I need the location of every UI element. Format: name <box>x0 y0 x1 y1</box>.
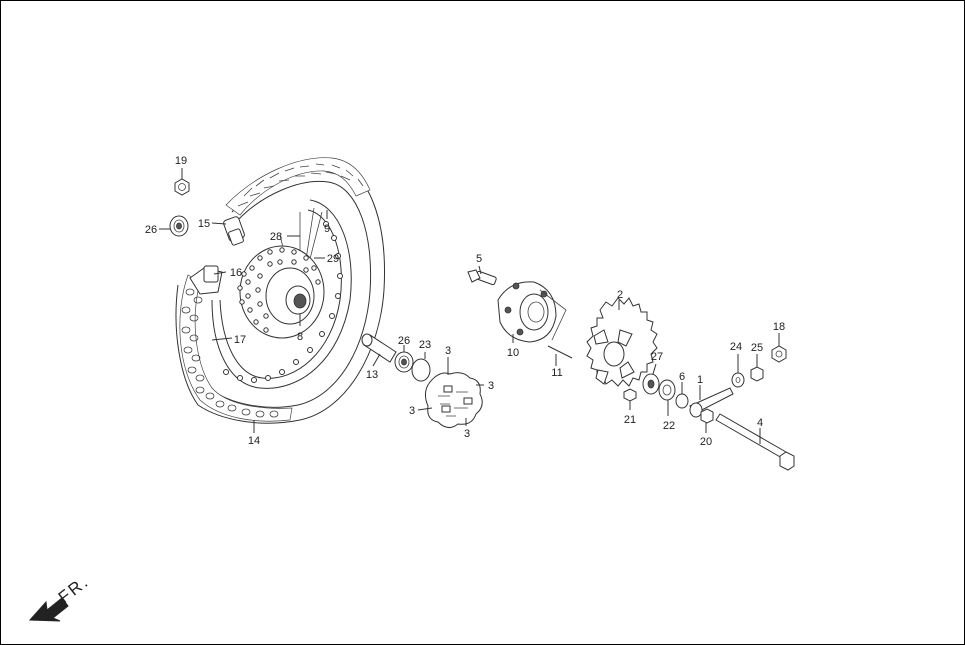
part-label-22: 22 <box>663 420 675 432</box>
part-label-21: 21 <box>624 414 636 426</box>
rim-drawing <box>211 199 352 389</box>
nut-25-drawing <box>750 366 764 382</box>
sprocket-2-drawing <box>586 297 658 387</box>
part-label-29: 29 <box>327 253 339 265</box>
part-label-3b: 3 <box>488 380 494 392</box>
stud-11-drawing <box>547 345 573 359</box>
spacer-13-drawing <box>361 333 397 363</box>
bearing-26a-drawing <box>169 215 189 237</box>
part-label-25: 25 <box>751 342 763 354</box>
nut-18-drawing <box>771 345 787 363</box>
bearing-26b-drawing <box>394 351 414 373</box>
front-arrow-icon <box>28 597 69 622</box>
leader-lines <box>159 168 780 444</box>
part-label-11: 11 <box>551 367 562 379</box>
tube-valve-drawing <box>189 216 245 295</box>
damper-rubbers-drawing <box>424 372 483 428</box>
part-label-18: 18 <box>773 321 785 333</box>
sprocket-hub-10-drawing <box>497 281 567 343</box>
part-label-24: 24 <box>730 341 742 353</box>
front-direction-indicator: FR. <box>28 572 93 622</box>
collar-6-drawing <box>675 393 689 409</box>
part-label-3d: 3 <box>464 428 470 440</box>
part-label-2: 2 <box>617 289 623 301</box>
part-label-4: 4 <box>757 417 763 429</box>
nut-21-drawing <box>623 388 637 402</box>
nut-20-drawing <box>700 408 714 424</box>
part-label-27: 27 <box>651 351 663 363</box>
nut-19-drawing <box>174 178 190 196</box>
part-label-17: 17 <box>234 334 246 346</box>
part-label-14: 14 <box>248 435 260 447</box>
part-label-5: 5 <box>476 253 482 265</box>
tire-drawing <box>175 157 385 424</box>
rear-wheel-assembly <box>175 157 385 424</box>
oring-23-drawing <box>411 358 431 382</box>
part-label-13: 13 <box>366 369 378 381</box>
part-label-28: 28 <box>270 231 282 243</box>
seal-22-drawing <box>658 379 676 401</box>
part-label-19: 19 <box>175 155 187 167</box>
hub-drawing <box>237 245 325 339</box>
washer-24-drawing <box>731 372 745 388</box>
part-label-1: 1 <box>697 374 703 386</box>
part-number-labels: 1 2 3 3 3 3 4 5 6 8 9 10 11 13 14 15 16 … <box>145 155 785 448</box>
part-label-23: 23 <box>419 339 431 351</box>
part-label-6: 6 <box>679 371 685 383</box>
part-label-16: 16 <box>230 267 242 279</box>
part-label-8: 8 <box>297 331 303 343</box>
adjuster-1-drawing <box>689 387 734 418</box>
bearing-27-drawing <box>642 373 660 395</box>
part-label-3c: 3 <box>409 405 415 417</box>
part-label-15: 15 <box>198 218 210 230</box>
part-label-9: 9 <box>324 223 330 235</box>
stud-5-drawing <box>467 269 497 286</box>
part-label-26b: 26 <box>398 335 410 347</box>
part-label-26a: 26 <box>145 224 157 236</box>
part-label-10: 10 <box>507 347 519 359</box>
part-label-3a: 3 <box>445 345 451 357</box>
part-label-20: 20 <box>700 436 712 448</box>
axle-4-drawing <box>715 413 795 471</box>
